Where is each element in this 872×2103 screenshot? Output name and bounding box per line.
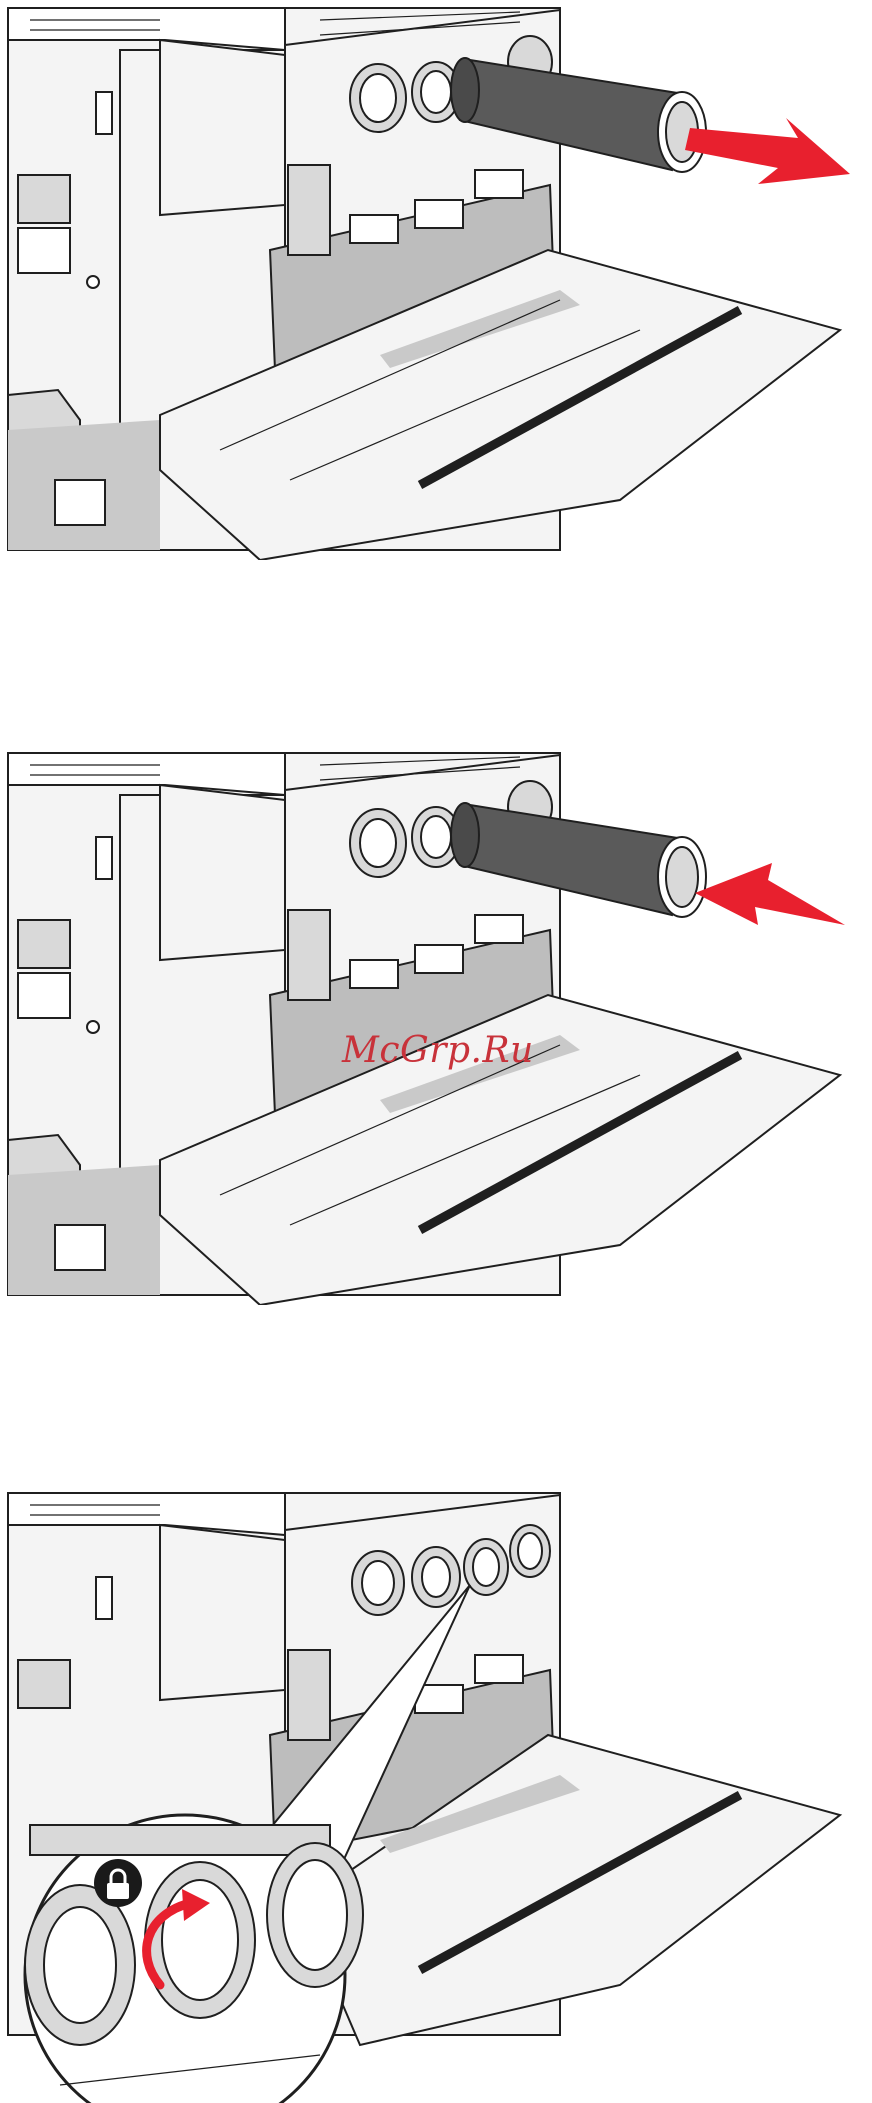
watermark: McGrp.Ru [342,1030,534,1071]
step-1-remove-cartridge-illustration [0,0,872,560]
arrow-out [685,118,850,184]
arrow-in [695,863,845,925]
step-3-lock-cartridge-illustration [0,1485,872,2103]
lock-icon [94,1859,142,1907]
step-2-insert-cartridge-illustration [0,745,872,1305]
